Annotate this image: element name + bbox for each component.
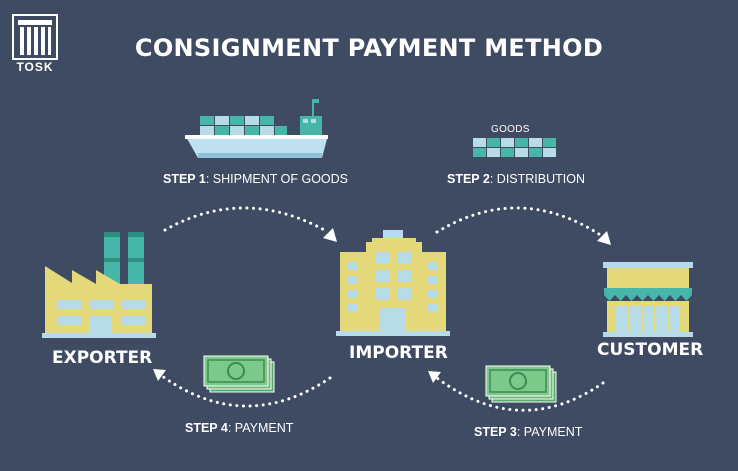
- goods-containers-icon: [473, 138, 556, 157]
- step-2-text: : DISTRIBUTION: [489, 172, 586, 186]
- step-1-label: STEP 1: SHIPMENT OF GOODS: [163, 172, 348, 186]
- office-building-icon: [336, 230, 450, 336]
- cargo-ship-icon: [185, 99, 328, 158]
- arrow-step-1: [163, 206, 330, 234]
- step-4-text: : PAYMENT: [227, 421, 294, 435]
- arrowhead-step-1: [323, 228, 337, 242]
- importer-label: IMPORTER: [349, 343, 448, 363]
- step-2-number: STEP 2: [447, 172, 490, 186]
- logo-text: TOSK: [16, 60, 54, 74]
- store-icon: [603, 262, 693, 337]
- logo-columns-icon: [12, 14, 58, 60]
- tosk-logo: TOSK: [12, 14, 58, 76]
- step-4-label: STEP 4: PAYMENT: [185, 421, 293, 435]
- goods-label: GOODS: [491, 124, 530, 135]
- exporter-label: EXPORTER: [52, 348, 153, 368]
- arrowhead-step-3: [428, 371, 441, 383]
- arrow-step-2: [435, 206, 604, 238]
- page-title: CONSIGNMENT PAYMENT METHOD: [134, 34, 604, 62]
- step-2-label: STEP 2: DISTRIBUTION: [447, 172, 585, 186]
- step-1-text: : SHIPMENT OF GOODS: [205, 172, 349, 186]
- arrowhead-step-2: [597, 231, 611, 245]
- step-3-label: STEP 3: PAYMENT: [474, 425, 582, 439]
- arrow-step-4: [160, 374, 332, 408]
- step-4-number: STEP 4: [185, 421, 228, 435]
- money-stack-icon: [485, 365, 557, 403]
- step-3-number: STEP 3: [474, 425, 517, 439]
- money-stack-icon: [203, 355, 275, 393]
- customer-label: CUSTOMER: [597, 340, 704, 360]
- arrowhead-step-4: [153, 369, 166, 381]
- factory-icon: [42, 232, 156, 338]
- step-1-number: STEP 1: [163, 172, 206, 186]
- step-3-text: : PAYMENT: [516, 425, 583, 439]
